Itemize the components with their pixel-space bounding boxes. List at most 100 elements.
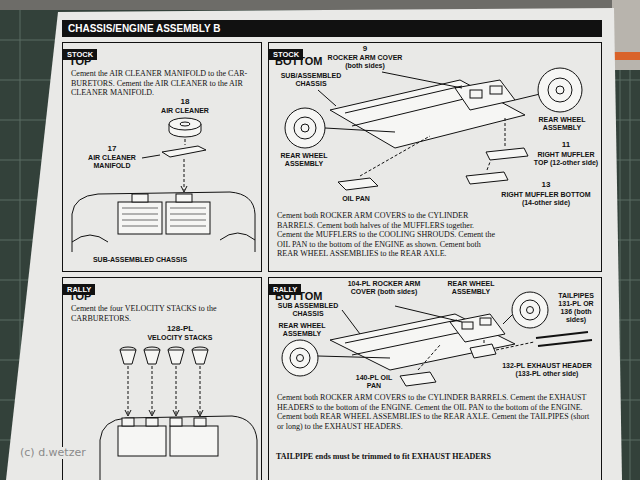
callout-number: 11	[533, 141, 599, 149]
wheel-hub	[301, 124, 309, 132]
stack-rim	[120, 347, 208, 350]
instruction-sheet	[6, 8, 622, 480]
label-slot: REAR WHEEL ASSEMBLY	[274, 152, 334, 168]
label-slot: 128-PL	[140, 325, 220, 333]
label-slot: REAR WHEEL ASSEMBLY	[440, 280, 502, 296]
instruction-text: Cement both ROCKER ARM COVERS to the CYL…	[277, 393, 597, 431]
rear-axle	[515, 94, 540, 100]
part-label: AIR CLEANER	[150, 107, 220, 115]
instruction-text: Cement the AIR CLEANER MANIFOLD to the C…	[71, 69, 255, 98]
chassis-body	[72, 192, 255, 252]
rocker-arm-cover	[480, 318, 491, 325]
part-label: REAR WHEEL ASSEMBLY	[274, 322, 330, 338]
rally-top-art	[100, 347, 257, 480]
kit-box-stripe	[612, 52, 640, 60]
cooling-fins	[122, 208, 206, 226]
text-slot: Cement both ROCKER ARM COVERS to the CYL…	[277, 393, 597, 431]
label-slot: AIR CLEANER	[150, 107, 220, 115]
part-label: REAR WHEEL ASSEMBLY	[530, 116, 594, 132]
chassis-frame	[330, 314, 515, 370]
chassis-body	[100, 416, 257, 480]
assembly-line	[128, 366, 200, 414]
label-slot: 104-PL ROCKER ARM COVER (both sides)	[345, 280, 423, 296]
part-label: 132-PL EXHAUST HEADER (133-PL other side…	[496, 362, 598, 378]
part-label: TAILPIPES 131-PL OR 136 (both sides)	[552, 292, 600, 324]
carburetor	[194, 418, 206, 426]
engine-cylinder	[118, 426, 166, 456]
part-label: OIL PAN	[334, 195, 378, 203]
part-label: RIGHT MUFFLER BOTTOM (14-other side)	[496, 191, 596, 207]
instruction-text: Cement both ROCKER ARM COVERS to the CYL…	[277, 211, 499, 259]
step-heading: BOTTOM	[275, 290, 322, 302]
label-slot: 17	[92, 145, 132, 153]
callout-number: 17	[92, 145, 132, 153]
arrowhead	[181, 186, 187, 192]
callout-number: 13	[496, 181, 596, 189]
part-label: ROCKER ARM COVER (both sides)	[320, 54, 410, 70]
note-text: TAILPIPE ends must be trimmed to fit EXH…	[276, 452, 596, 462]
rear-wheel	[282, 340, 318, 376]
carburetor	[176, 194, 192, 202]
velocity-stack	[120, 350, 208, 364]
callout-number: 18	[170, 98, 200, 106]
step-heading: TOP	[69, 55, 91, 67]
part-label: AIR CLEANER MANIFOLD	[72, 154, 152, 170]
step-heading: BOTTOM	[275, 55, 322, 67]
carburetor	[122, 418, 134, 426]
engine	[450, 314, 505, 342]
wheel-hub	[297, 355, 304, 362]
part-label: VELOCITY STACKS	[130, 334, 230, 342]
wheel-rim	[294, 117, 316, 139]
label-slot: SUB-ASSEMBLED CHASSIS	[80, 256, 200, 264]
step-heading: TOP	[69, 290, 91, 302]
air-cleaner-nut	[180, 122, 190, 126]
part-label: 104-PL ROCKER ARM COVER (both sides)	[345, 280, 423, 296]
kit-box	[612, 0, 640, 70]
muffler-top	[486, 148, 528, 160]
oil-pan	[400, 372, 436, 386]
assembly-line	[360, 118, 505, 176]
arrowhead	[125, 410, 203, 416]
part-label: 140-PL OIL PAN	[352, 374, 396, 390]
wheel-hub	[556, 86, 564, 94]
callout-number: 128-PL	[140, 325, 220, 333]
text-slot: Cement both ROCKER ARM COVERS to the CYL…	[277, 211, 499, 259]
text-slot: BOTTOM	[275, 55, 322, 67]
rocker-arm-cover	[470, 90, 482, 98]
instruction-panel: RALLYTOPCement the four VELOCITY STACKS …	[62, 277, 262, 480]
label-slot: REAR WHEEL ASSEMBLY	[530, 116, 594, 132]
carburetor	[146, 418, 158, 426]
leader-line	[142, 155, 160, 158]
leader-line	[342, 306, 462, 334]
muffler-bottom	[466, 172, 508, 184]
instruction-text: Cement the four VELOCITY STACKS to the C…	[71, 304, 255, 323]
part-label: SUB-ASSEMBLED CHASSIS	[80, 256, 200, 264]
carburetor	[170, 418, 182, 426]
label-slot: SUB ASSEMBLED CHASSIS	[276, 302, 340, 318]
part-label: REAR WHEEL ASSEMBLY	[274, 152, 334, 168]
text-slot: BOTTOM	[275, 290, 322, 302]
rear-wheel	[538, 68, 582, 112]
label-slot: TAILPIPES 131-PL OR 136 (both sides)	[552, 292, 600, 324]
rear-axle	[325, 128, 395, 132]
engine-cylinder	[118, 202, 162, 234]
label-slot: REAR WHEEL ASSEMBLY	[274, 322, 330, 338]
part-label: REAR WHEEL ASSEMBLY	[440, 280, 502, 296]
stock-top-art	[72, 118, 255, 252]
label-slot: VELOCITY STACKS	[130, 334, 230, 342]
watermark: (c) d.wetzer	[18, 447, 88, 459]
exhaust-header	[470, 344, 496, 358]
title-band: CHASSIS/ENGINE ASSEMBLY B	[62, 20, 602, 37]
oil-pan	[338, 178, 378, 190]
label-slot: 18	[170, 98, 200, 106]
text-slot: Cement the AIR CLEANER MANIFOLD to the C…	[71, 69, 255, 98]
engine	[455, 80, 515, 110]
rear-axle	[503, 314, 513, 324]
engine-cylinder	[166, 202, 210, 234]
callout-number: 9	[320, 45, 410, 53]
rocker-arm-cover	[462, 322, 473, 329]
text-slot: Cement the four VELOCITY STACKS to the C…	[71, 304, 255, 323]
label-slot: RIGHT MUFFLER TOP (12-other side)	[533, 151, 599, 167]
part-label: RIGHT MUFFLER TOP (12-other side)	[533, 151, 599, 167]
sheet-title: CHASSIS/ENGINE ASSEMBLY B	[62, 20, 602, 37]
